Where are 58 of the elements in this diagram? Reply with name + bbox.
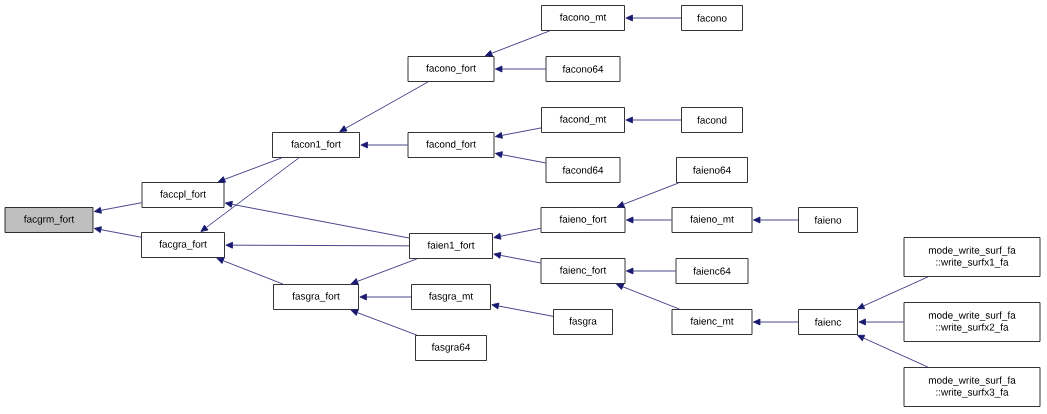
- function-box: faieno64: [676, 157, 748, 183]
- arrow: [753, 318, 799, 326]
- arrow: [484, 30, 551, 57]
- arrow: [94, 202, 142, 214]
- arrow: [495, 127, 542, 139]
- arrow: [200, 157, 300, 232]
- function-box: mode_write_surf_fa ::write_surfx3_fa: [903, 367, 1041, 407]
- function-box: faieno_fort: [540, 207, 626, 233]
- arrow: [350, 309, 418, 336]
- arrow: [857, 334, 929, 368]
- arrow: [625, 14, 682, 22]
- arrow: [217, 157, 283, 183]
- function-box: mode_write_surf_fa ::write_surfx2_fa: [903, 302, 1041, 342]
- function-box: faienc64: [675, 258, 749, 284]
- arrow: [491, 302, 554, 317]
- arrow: [753, 216, 799, 224]
- function-box: facono: [681, 5, 743, 31]
- function-box: fasgra_fort: [273, 284, 359, 310]
- function-box: faienc: [798, 309, 858, 335]
- function-box: facgra_fort: [141, 232, 225, 258]
- function-box: fasgra64: [415, 335, 487, 361]
- function-box: facond_mt: [541, 107, 625, 133]
- arrow: [495, 151, 546, 164]
- arrow: [858, 318, 904, 326]
- arrow: [625, 116, 682, 124]
- arrow: [225, 241, 410, 249]
- function-box: faccpl_fort: [141, 182, 225, 208]
- function-box: faienc_fort: [540, 258, 626, 284]
- arrow: [350, 258, 418, 285]
- arrow: [626, 216, 672, 224]
- arrow: [493, 227, 541, 240]
- function-box: facond_fort: [407, 132, 495, 158]
- function-box: facono64: [545, 56, 621, 82]
- function-box: facgrm_fort: [4, 207, 94, 233]
- function-box: fasgra: [553, 309, 613, 335]
- arrow: [360, 141, 408, 149]
- function-box: facond: [681, 107, 743, 133]
- function-box: faien1_fort: [409, 233, 493, 259]
- arrow: [225, 200, 410, 239]
- function-box: mode_write_surf_fa ::write_surfx1_fa: [903, 237, 1041, 277]
- arrow: [495, 65, 546, 73]
- arrow: [493, 252, 541, 264]
- arrow: [616, 182, 680, 208]
- arrow: [616, 283, 680, 310]
- function-box: facono_fort: [407, 56, 495, 82]
- function-box: facon1_fort: [272, 132, 360, 158]
- arrow: [857, 276, 929, 310]
- function-box: facond64: [545, 157, 621, 183]
- function-box: faieno_mt: [671, 207, 753, 233]
- function-box: facono_mt: [541, 5, 625, 31]
- function-box: faieno: [798, 207, 858, 233]
- arrow: [94, 226, 142, 238]
- arrow: [626, 267, 676, 275]
- arrow: [216, 257, 284, 285]
- function-box: fasgra_mt: [411, 284, 491, 310]
- function-box: faienc_mt: [671, 309, 753, 335]
- arrow: [339, 81, 429, 132]
- arrow: [359, 293, 412, 301]
